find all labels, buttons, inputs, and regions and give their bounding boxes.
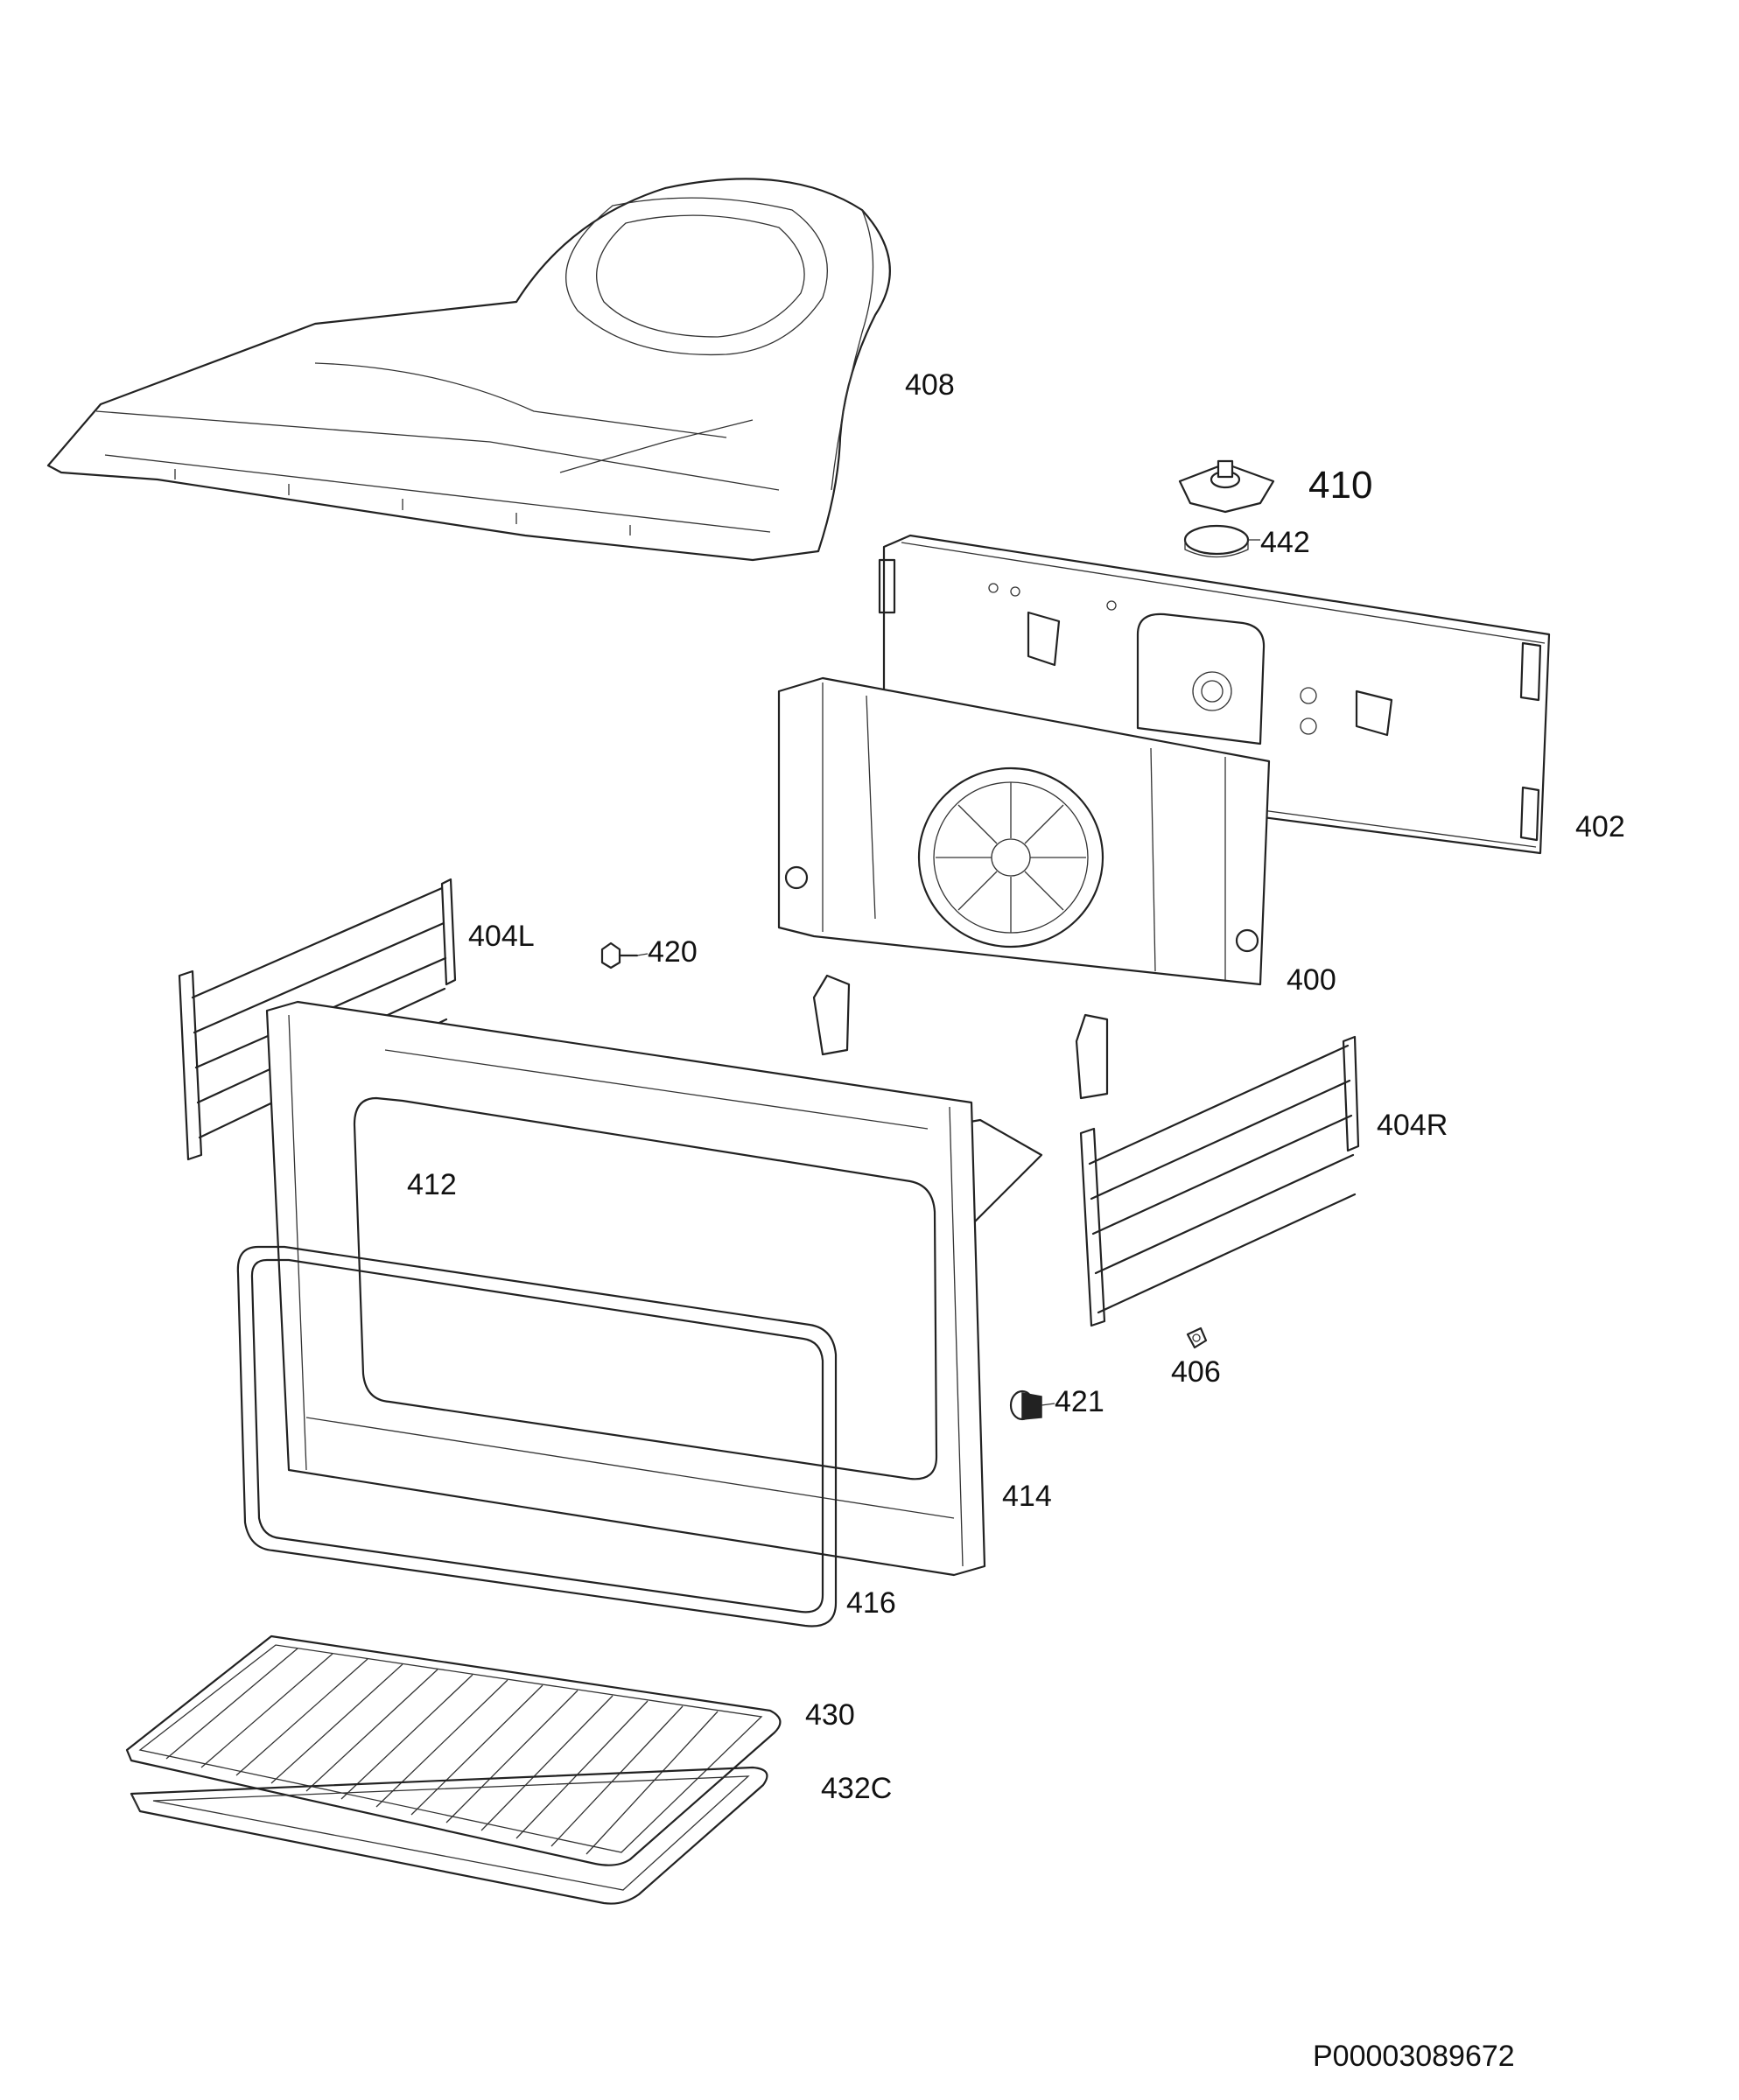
label-406: 406 xyxy=(1171,1355,1221,1389)
label-404R: 404R xyxy=(1377,1109,1448,1142)
part-432C-baking-tray xyxy=(130,1766,768,1905)
label-416: 416 xyxy=(846,1586,896,1620)
part-416-door-seal xyxy=(236,1245,838,1628)
document-code: P00003089672 xyxy=(1313,2040,1515,2073)
label-420: 420 xyxy=(648,935,698,969)
part-414-front-frame xyxy=(265,974,1109,1577)
label-432C: 432C xyxy=(821,1772,893,1805)
part-430-wire-shelf xyxy=(125,1634,782,1866)
part-442-gasket xyxy=(1183,524,1250,558)
label-400: 400 xyxy=(1287,963,1336,997)
part-410-sensor-cap xyxy=(1178,459,1275,514)
leader-line-421 xyxy=(1041,1403,1055,1406)
label-412: 412 xyxy=(407,1168,457,1201)
label-430: 430 xyxy=(805,1698,855,1732)
part-404R-right-rail xyxy=(1079,1035,1360,1327)
label-402: 402 xyxy=(1575,810,1625,844)
label-442: 442 xyxy=(1260,526,1310,559)
label-410: 410 xyxy=(1308,464,1373,507)
part-420-screw xyxy=(600,942,639,970)
label-421: 421 xyxy=(1055,1385,1104,1418)
label-408: 408 xyxy=(905,368,955,402)
part-400-fan-cover xyxy=(777,676,1271,986)
part-421-lamp xyxy=(1009,1390,1042,1421)
label-414: 414 xyxy=(1002,1480,1052,1513)
part-406-clip xyxy=(1186,1326,1208,1349)
leader-line-420 xyxy=(636,953,649,956)
label-404L: 404L xyxy=(468,920,535,953)
part-408-duct-cover xyxy=(46,178,891,562)
